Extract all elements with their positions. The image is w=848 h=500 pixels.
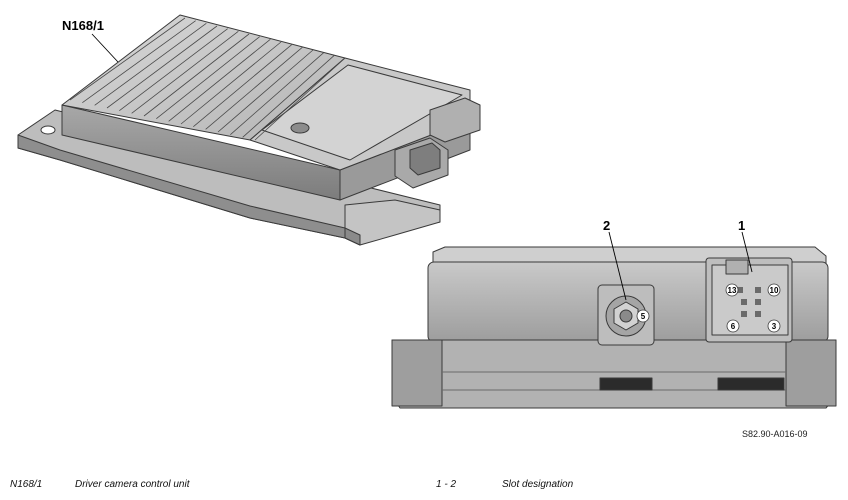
cooling-fin: [205, 47, 303, 130]
cooling-fin: [242, 55, 335, 138]
legend-desc-2: Slot designation: [502, 479, 574, 490]
cooling-fin: [168, 39, 271, 122]
callout-unit: N168/1: [62, 18, 104, 33]
cooling-fin: [82, 20, 196, 103]
mounting-hole-left: [40, 125, 56, 135]
cooling-fin: [131, 31, 239, 114]
cooling-fin: [106, 25, 218, 109]
legend-code-1: N168/1: [10, 479, 43, 490]
control-unit-perspective: [17, 14, 481, 246]
control-unit-front-view: [391, 246, 837, 409]
legend-code-2: 1 - 2: [436, 479, 457, 490]
connector-pin: [755, 287, 761, 293]
pin-label-6: 6: [731, 322, 736, 331]
pin-label-5: 5: [641, 312, 646, 321]
connector-pin: [741, 311, 747, 317]
connector-pin: [741, 299, 747, 305]
slot-1-pin-grid: [737, 287, 761, 317]
cooling-fin: [193, 44, 292, 127]
legend-desc-1: Driver camera control unit: [75, 479, 190, 490]
pin-label-13: 13: [728, 286, 737, 295]
connector-pin: [755, 311, 761, 317]
callout-slot-1: 1: [738, 218, 745, 233]
connector-pin: [755, 299, 761, 305]
cooling-fin: [156, 36, 260, 119]
cooling-fins: [69, 17, 346, 141]
cooling-fin: [254, 57, 346, 141]
cooling-fin: [180, 41, 282, 125]
pin-label-10: 10: [770, 286, 779, 295]
cooling-fin: [217, 49, 314, 133]
cooling-fin: [119, 28, 228, 111]
callout-slot-2: 2: [603, 218, 610, 233]
figure-id: S82.90-A016-09: [742, 429, 808, 439]
cover-screw-hole: [290, 122, 310, 134]
callout-leaders: [91, 33, 753, 301]
cooling-fin: [94, 23, 207, 106]
connector-pin: [737, 287, 743, 293]
cooling-fin: [230, 52, 324, 135]
pin-labels: 13 10 6 3 5: [636, 283, 781, 333]
cooling-fin: [69, 17, 186, 101]
cooling-fin: [143, 33, 250, 117]
pin-label-3: 3: [772, 322, 777, 331]
